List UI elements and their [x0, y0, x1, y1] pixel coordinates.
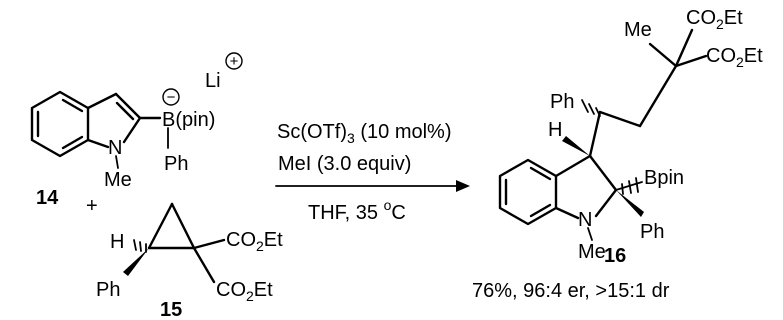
ch-ch2-bond — [598, 110, 642, 128]
boron-charge-circle — [162, 88, 180, 106]
methyl-label-top: Me — [624, 19, 652, 41]
c2-n-bond — [122, 116, 142, 144]
ester-group-right: CO2Et — [706, 45, 763, 70]
bold-wedge-ph — [123, 248, 149, 276]
cyclopropane-bond — [147, 202, 174, 250]
ch2-cq-bond — [638, 64, 678, 128]
compound-number-15: 15 — [160, 299, 182, 320]
bold-wedge-h — [562, 136, 590, 156]
c3a-c3-bond — [554, 154, 592, 178]
c-ester-bond — [192, 238, 226, 250]
c3-side-chain-bond — [588, 110, 602, 158]
cq-me-bond — [648, 42, 678, 68]
n-c7a-bond — [554, 206, 580, 220]
bpin-label: Bpin — [644, 167, 684, 189]
n-methyl-label: Me — [578, 241, 606, 263]
lithium-label: Li — [205, 70, 221, 92]
cyclopropane-bond — [170, 202, 196, 250]
reactant-14-structure: N Me B(pin) Ph Li + − 14 — [30, 52, 243, 209]
hashed-wedge-h — [133, 239, 137, 251]
c2-phenyl-label: Ph — [640, 221, 664, 243]
ester-group-upper: CO2Et — [226, 229, 283, 254]
catalyst-label: Sc(OTf)3 (10 mol%) — [277, 121, 452, 146]
n-c7a-bond — [86, 138, 110, 149]
cq-ester-bond — [674, 54, 708, 68]
boron-charge-label: − — [167, 89, 176, 106]
product-16-structure: Me CO2Et CO2Et Ph H Bpin Ph N Me 16 76%,… — [472, 7, 763, 302]
compound-number-16: 16 — [604, 245, 626, 267]
compound-number-14: 14 — [36, 187, 59, 209]
n-me-bond — [587, 227, 593, 241]
bold-wedge-ph — [616, 190, 644, 217]
n-me-bond — [115, 155, 119, 169]
side-chain-phenyl-label: Ph — [550, 91, 574, 113]
indole-nitrogen-label: N — [108, 137, 122, 159]
indoline-nitrogen-label: N — [578, 209, 592, 231]
hashed-wedge-bpin — [628, 180, 632, 194]
c3-c2-bond — [114, 92, 142, 120]
benzene-ring — [498, 158, 558, 226]
c2-c3-double-bond — [115, 101, 135, 121]
cyclopropane-h-label: H — [110, 231, 124, 253]
boronate-label: B(pin) — [162, 109, 215, 131]
hashed-wedge-bpin — [635, 177, 639, 193]
c3-c2-bond — [588, 154, 618, 192]
hashed-wedge-h — [139, 241, 142, 252]
cation-charge-circle — [225, 52, 243, 70]
reactant-15-structure: H Ph CO2Et CO2Et 15 — [96, 202, 283, 320]
c3-h-label: H — [548, 119, 562, 141]
hashed-wedge-ph — [595, 107, 601, 117]
aromatic-double-bond — [61, 98, 84, 113]
reaction-conditions: Sc(OTf)3 (10 mol%) MeI (3.0 equiv) THF, … — [275, 121, 470, 224]
c2-n-bond — [594, 188, 618, 218]
aromatic-double-bond — [61, 135, 84, 150]
cation-charge-label: + — [230, 53, 239, 70]
cyclopropane-phenyl-label: Ph — [96, 279, 120, 301]
aromatic-double-bond — [529, 166, 552, 181]
cq-ester-bond — [674, 28, 694, 68]
c-ester-bond — [192, 246, 216, 284]
b-phenyl-label: Ph — [164, 153, 188, 175]
hashed-wedge-ph — [588, 103, 595, 115]
plus-sign: + — [86, 195, 98, 217]
n-methyl-label: Me — [104, 169, 132, 191]
reagent-label: MeI (3.0 equiv) — [278, 153, 411, 175]
ester-group-top: CO2Et — [686, 7, 743, 32]
hashed-wedge-bpin — [621, 183, 624, 195]
hashed-wedge-ph — [581, 99, 589, 113]
reaction-arrow-head — [456, 180, 470, 192]
c3a-c3-bond — [86, 92, 118, 110]
ester-group-lower: CO2Et — [216, 279, 273, 304]
solvent-temperature-label: THF, 35 oC — [308, 197, 406, 224]
aromatic-double-bond — [529, 203, 552, 218]
yield-selectivity-label: 76%, 96:4 er, >15:1 dr — [472, 280, 670, 302]
benzene-ring — [30, 90, 90, 158]
